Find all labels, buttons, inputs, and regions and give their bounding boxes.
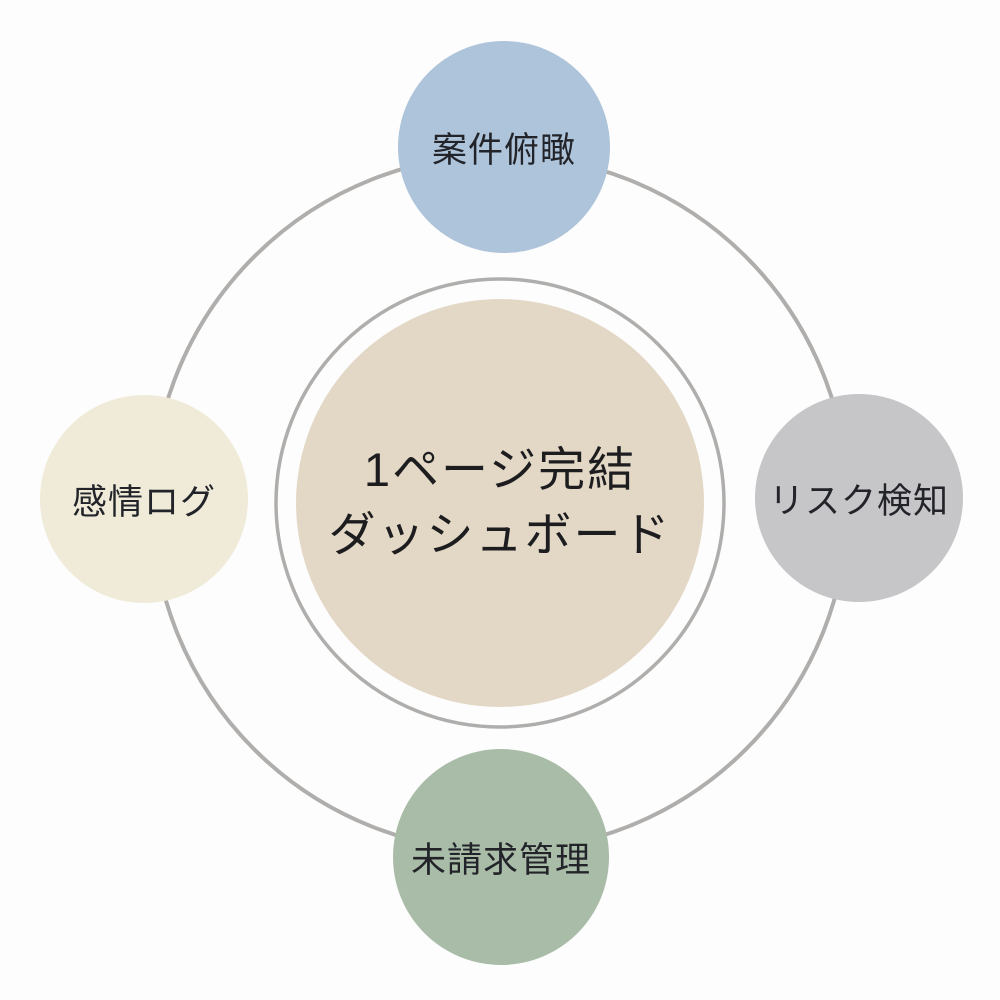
center-label: 1ページ完結 ダッシュボード [329,438,672,568]
node-unbilled-management-label: 未請求管理 [410,840,591,880]
center-node: 1ページ完結 ダッシュボード [296,299,704,707]
node-emotion-log: 感情ログ [40,395,248,603]
node-risk-detection: リスク検知 [755,394,963,602]
node-risk-detection-label: リスク検知 [768,481,949,521]
node-case-overview: 案件俯瞰 [398,41,610,253]
node-unbilled-management: 未請求管理 [393,749,609,965]
inner-ring [274,277,726,729]
node-case-overview-label: 案件俯瞰 [431,130,576,170]
node-emotion-log-label: 感情ログ [71,482,216,522]
center-label-line2: ダッシュボード [328,508,672,561]
center-label-line1: 1ページ完結 [363,443,637,497]
